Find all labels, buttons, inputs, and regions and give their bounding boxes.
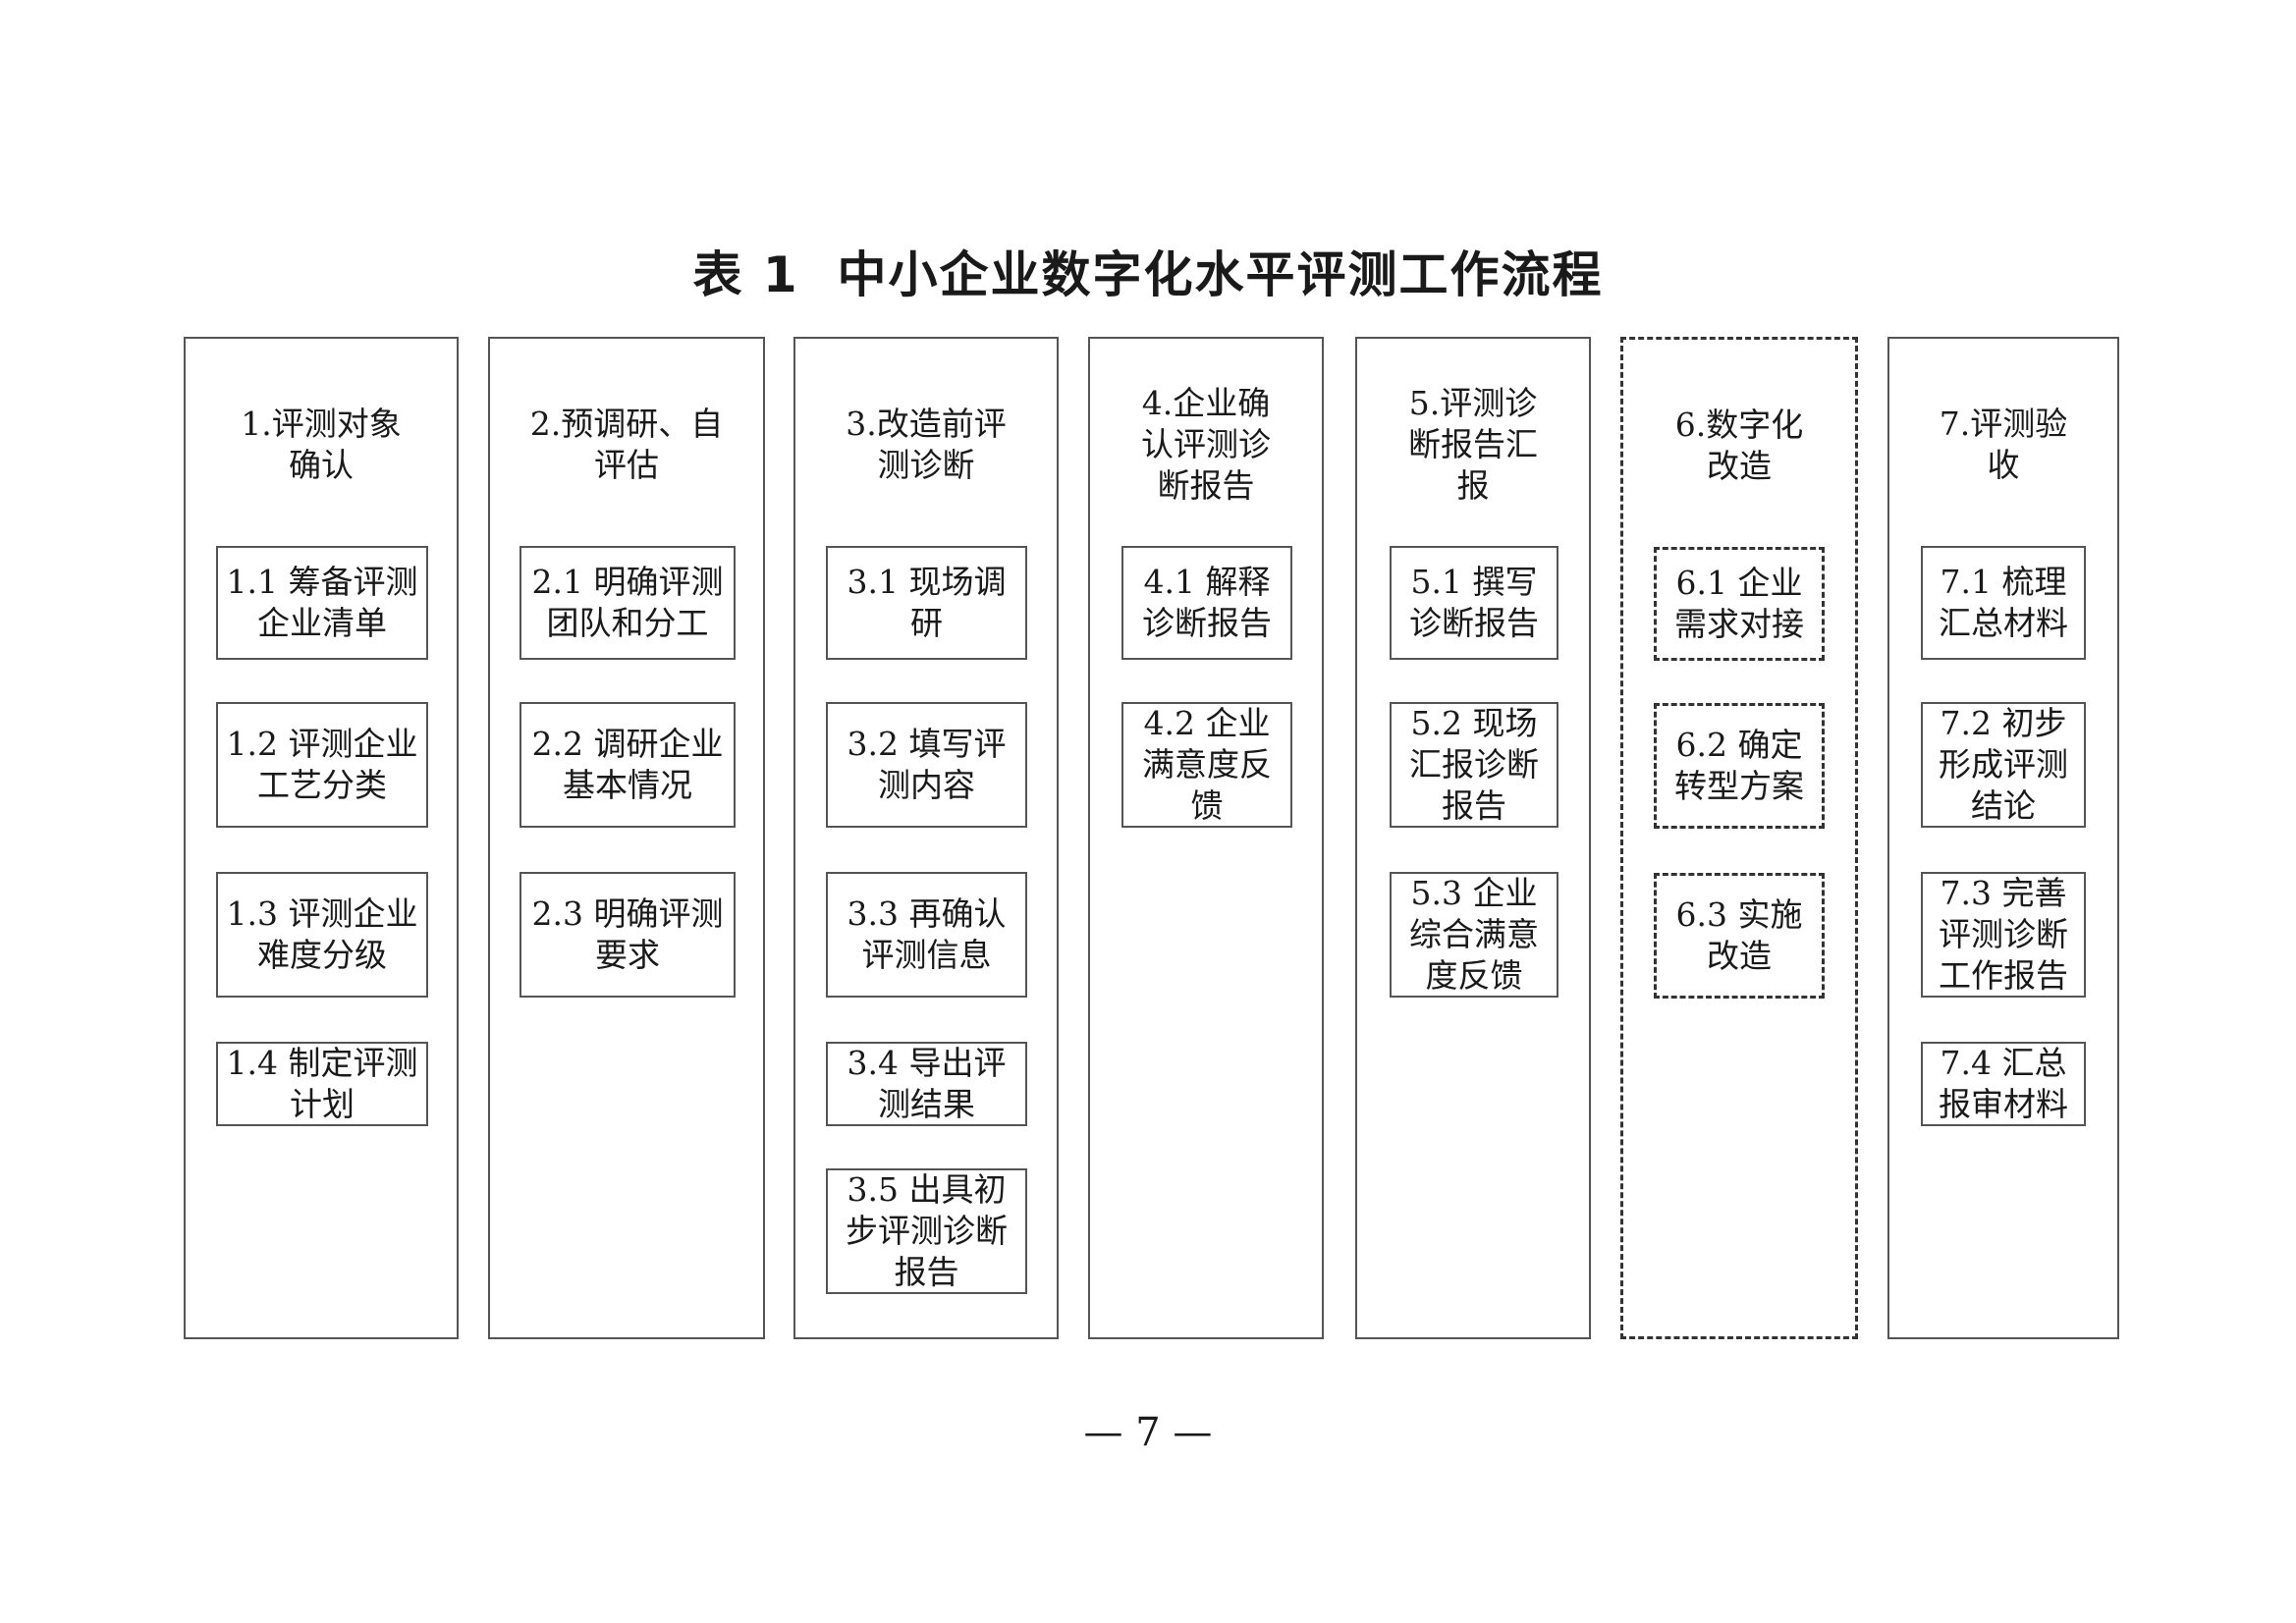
step-5-1: 5.1 撰写 诊断报告 bbox=[1390, 546, 1558, 660]
step-1-3: 1.3 评测企业 难度分级 bbox=[216, 872, 428, 998]
step-4-2: 4.2 企业 满意度反 馈 bbox=[1121, 702, 1292, 828]
column-2: 2.预调研、自 评估 2.1 明确评测 团队和分工 2.2 调研企业 基本情况 … bbox=[488, 337, 765, 1339]
step-7-2: 7.2 初步 形成评测 结论 bbox=[1921, 702, 2086, 828]
column-2-header: 2.预调研、自 评估 bbox=[529, 405, 724, 484]
step-6-2: 6.2 确定 转型方案 bbox=[1654, 703, 1825, 829]
column-6: 6.数字化 改造 6.1 企业 需求对接 6.2 确定 转型方案 6.3 实施 … bbox=[1620, 337, 1858, 1339]
step-7-3: 7.3 完善 评测诊断 工作报告 bbox=[1921, 872, 2086, 998]
step-1-2: 1.2 评测企业 工艺分类 bbox=[216, 702, 428, 828]
column-7: 7.评测验 收 7.1 梳理 汇总材料 7.2 初步 形成评测 结论 7.3 完… bbox=[1887, 337, 2119, 1339]
column-3: 3.改造前评 测诊断 3.1 现场调 研 3.2 填写评 测内容 3.3 再确认… bbox=[793, 337, 1059, 1339]
step-3-4: 3.4 导出评 测结果 bbox=[826, 1042, 1027, 1126]
step-2-2: 2.2 调研企业 基本情况 bbox=[519, 702, 736, 828]
table-title: 表 1 中小企业数字化水平评测工作流程 bbox=[692, 246, 1604, 303]
step-1-4: 1.4 制定评测 计划 bbox=[216, 1042, 428, 1126]
column-1-header: 1.评测对象 确认 bbox=[241, 405, 402, 484]
step-3-3: 3.3 再确认 评测信息 bbox=[826, 872, 1027, 998]
column-7-header: 7.评测验 收 bbox=[1939, 405, 2068, 484]
column-1: 1.评测对象 确认 1.1 筹备评测 企业清单 1.2 评测企业 工艺分类 1.… bbox=[184, 337, 459, 1339]
step-2-3: 2.3 明确评测 要求 bbox=[519, 872, 736, 998]
step-6-1: 6.1 企业 需求对接 bbox=[1654, 547, 1825, 661]
step-5-2: 5.2 现场 汇报诊断 报告 bbox=[1390, 702, 1558, 828]
step-3-5: 3.5 出具初 步评测诊断 报告 bbox=[826, 1168, 1027, 1294]
step-6-3: 6.3 实施 改造 bbox=[1654, 873, 1825, 999]
step-2-1: 2.1 明确评测 团队和分工 bbox=[519, 546, 736, 660]
step-3-2: 3.2 填写评 测内容 bbox=[826, 702, 1027, 828]
step-3-1: 3.1 现场调 研 bbox=[826, 546, 1027, 660]
column-5-header: 5.评测诊 断报告汇 报 bbox=[1408, 384, 1538, 505]
column-6-header: 6.数字化 改造 bbox=[1674, 406, 1804, 485]
step-7-4: 7.4 汇总 报审材料 bbox=[1921, 1042, 2086, 1126]
step-5-3: 5.3 企业 综合满意 度反馈 bbox=[1390, 872, 1558, 998]
column-4-header: 4.企业确 认评测诊 断报告 bbox=[1141, 384, 1271, 505]
page-number: — 7 — bbox=[1083, 1410, 1213, 1455]
step-7-1: 7.1 梳理 汇总材料 bbox=[1921, 546, 2086, 660]
column-4: 4.企业确 认评测诊 断报告 4.1 解释 诊断报告 4.2 企业 满意度反 馈 bbox=[1088, 337, 1324, 1339]
column-3-header: 3.改造前评 测诊断 bbox=[846, 405, 1007, 484]
step-4-1: 4.1 解释 诊断报告 bbox=[1121, 546, 1292, 660]
column-5: 5.评测诊 断报告汇 报 5.1 撰写 诊断报告 5.2 现场 汇报诊断 报告 … bbox=[1355, 337, 1591, 1339]
step-1-1: 1.1 筹备评测 企业清单 bbox=[216, 546, 428, 660]
